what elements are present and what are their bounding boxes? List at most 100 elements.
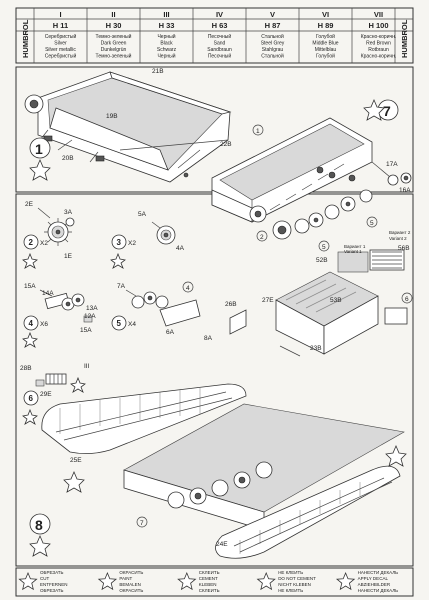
paint-col-6-name-4: Голубой — [316, 53, 335, 60]
part-label-21B: 21B — [152, 68, 164, 75]
step-4-multiplier: X6 — [40, 321, 48, 328]
legend-symbol-1 — [18, 571, 38, 591]
paint-col-2-roman: II — [111, 10, 115, 19]
paint-col-4-roman: IV — [216, 10, 223, 19]
paint-col-6-code: H 89 — [318, 21, 334, 30]
paint-col-2-name-3: Dunkelgrün — [101, 47, 127, 53]
step-2-multiplier: X2 — [40, 240, 48, 247]
legend-1-line-4: ОБРЕЗАТЬ — [40, 588, 63, 593]
paint-col-5-name-4: Стальной — [261, 53, 284, 60]
part-label-6A: 6A — [166, 329, 175, 336]
part-label-4A: 4A — [176, 245, 185, 252]
legend-5-line-3: ABZIEHBILDER — [358, 582, 391, 587]
part-label-3A: 3A — [64, 209, 73, 216]
variant-2-label-en: Variant 2 — [389, 236, 407, 241]
step-8-number: 8 — [35, 517, 43, 533]
legend-5-line-4: НАНЕСТИ ДЕКАЛЬ — [358, 588, 399, 593]
legend-2-line-2: PAINT — [119, 576, 132, 581]
paint-col-3-roman: III — [163, 10, 169, 19]
brand-label-left: HUMBROL — [21, 19, 30, 58]
step-5-roadwheels: 7A 4 6A 8A 5 X4 — [111, 281, 213, 342]
step-3-number: 3 — [117, 238, 122, 247]
paint-table: HUMBROL HUMBROL IH 11СеребристыйSilverSi… — [15, 7, 414, 64]
suspension-on-hull: 2 5 5 52B — [256, 189, 378, 264]
paint-ref-III: III — [84, 363, 90, 370]
paint-col-1-name-4: Серебристый — [45, 53, 77, 60]
step-6-number: 6 — [29, 394, 34, 403]
legend-4-line-4: НЕ КЛЕИТЬ — [278, 588, 303, 593]
legend-1-line-1: ОБРЕЗАТЬ — [40, 570, 63, 575]
legend-3-line-1: СКЛЕИТЬ — [199, 570, 220, 575]
paint-col-5-name-2: Steel Grey — [261, 41, 285, 47]
part-label-8A: 8A — [204, 335, 213, 342]
part-label-24E: 24E — [216, 541, 228, 548]
part-label-29E: 29E — [40, 391, 52, 398]
legend-4-line-1: НЕ КЛЕИТЬ — [278, 570, 303, 575]
paint-col-5-name-1: Стальной — [261, 33, 284, 40]
part-label-4: 4 — [186, 285, 190, 292]
part-label-1: 1 — [256, 128, 260, 135]
paint-col-1-code: H 11 — [53, 21, 68, 30]
paint-col-3-name-3: Schwarz — [157, 47, 177, 53]
legend-symbol-5 — [335, 571, 356, 591]
paint-col-6-roman: VI — [322, 10, 329, 19]
legend-symbol-2 — [97, 571, 118, 591]
paint-col-7-name-4: Красно-коричн. — [361, 54, 397, 60]
paint-col-6-name-1: Голубой — [316, 33, 335, 40]
paint-col-2-name-1: Темно-зеленый — [96, 33, 132, 40]
paint-col-7-name-3: Rotbraun — [368, 47, 389, 53]
part-label-19B: 19B — [106, 113, 118, 120]
legend-2-line-4: ОКРАСИТЬ — [119, 588, 143, 593]
paint-col-1-roman: I — [59, 10, 61, 19]
part-label-27E: 27E — [262, 297, 274, 304]
part-label-15A-second: 15A — [80, 327, 92, 334]
paint-col-7-roman: VII — [374, 10, 383, 19]
part-label-1E: 1E — [64, 253, 73, 260]
part-label-26B: 26B — [225, 301, 237, 308]
part-label-20B: 20B — [62, 155, 74, 162]
legend: ОБРЕЗАТЬCUTENTFERNENОБРЕЗАТЬОКРАСИТЬPAIN… — [15, 567, 414, 597]
step-3-idler: 5A 4A 3 X2 — [110, 211, 185, 269]
paint-col-4-name-1: Песочный — [208, 33, 232, 40]
step-1-number: 1 — [35, 141, 43, 157]
paint-col-1-name-1: Серебристый — [45, 33, 77, 40]
part-label-56B: 56B — [398, 245, 410, 252]
legend-1-line-2: CUT — [40, 576, 49, 581]
paint-col-7-name-2: Red Brown — [366, 41, 391, 47]
step-2-sprocket: 2E 3A 1E 2 X2 — [22, 201, 75, 269]
legend-5-line-2: APPLY DECAL — [358, 576, 389, 581]
paint-col-4-code: H 63 — [212, 21, 228, 30]
step-3-multiplier: X2 — [128, 240, 136, 247]
part-label-15A: 15A — [24, 283, 36, 290]
paint-col-3-name-1: Черный — [157, 33, 175, 40]
paint-col-4-name-2: Sand — [214, 41, 226, 47]
hull-tub-assembly: 21B 19B 20B 22B — [24, 68, 232, 183]
paint-col-5-code: H 87 — [265, 21, 281, 30]
part-label-53B: 53B — [330, 297, 342, 304]
part-label-52B: 52B — [316, 257, 328, 264]
paint-col-3-name-2: Black — [160, 41, 173, 47]
paint-table-frame — [15, 7, 414, 64]
part-label-13A: 13A — [86, 305, 98, 312]
paint-col-4-name-4: Песочный — [208, 53, 232, 60]
step-2-number: 2 — [29, 238, 34, 247]
step-5-number: 5 — [117, 319, 122, 328]
upper-deck: 53B 6 26B 27E 23B — [225, 271, 413, 357]
paint-col-6-name-2: Middle Blue — [312, 41, 338, 47]
part-label-12A: 12A — [84, 313, 96, 320]
part-label-16A: 16A — [399, 187, 411, 194]
legend-3-line-4: СКЛЕИТЬ — [199, 588, 220, 593]
part-label-22B: 22B — [220, 141, 232, 148]
paint-col-7-code: H 100 — [368, 21, 388, 30]
variant-boxes: Вариант 1 Variant 1 Вариант 2 Variant 2 … — [337, 230, 411, 273]
step-8-tracks: 7 25E 24E 8 — [29, 383, 407, 559]
part-label-17A: 17A — [386, 161, 398, 168]
legend-4-line-3: NICHT KLEBEN — [278, 582, 311, 587]
paint-col-5-name-3: Stahlgrau — [262, 47, 284, 53]
part-label-7A: 7A — [117, 283, 126, 290]
variant-1-label-en: Variant 1 — [344, 249, 362, 254]
legend-3-line-3: KLEBEN — [199, 582, 217, 587]
part-label-23B: 23B — [310, 345, 322, 352]
